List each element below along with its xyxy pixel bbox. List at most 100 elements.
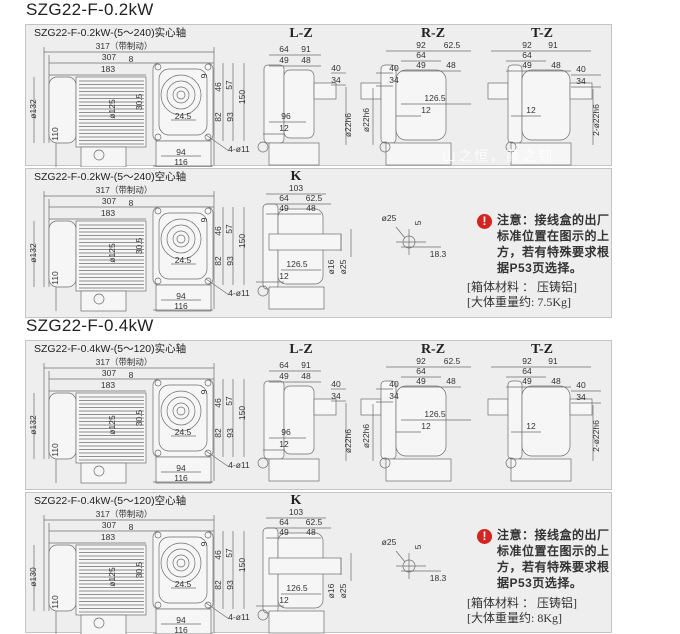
- dimension-label: 34: [576, 76, 586, 86]
- dimension-label: 317（带制动）: [96, 357, 153, 367]
- dimension-label: 62.5: [444, 40, 461, 50]
- dimension-label: 57: [224, 548, 234, 558]
- dimension-label: ø125: [107, 99, 117, 119]
- bolt-hole: [154, 601, 162, 609]
- bolt-hole: [204, 207, 212, 215]
- dimension-label: 48: [306, 527, 316, 537]
- note-line: 注意：接线盒的出厂: [497, 528, 610, 542]
- note-line: 据P53页选择。: [497, 261, 583, 275]
- shaft-circle: [160, 390, 202, 432]
- dimension-label: 307: [102, 196, 116, 206]
- dimension-label: 110: [50, 127, 60, 141]
- note-line: 方，若有特殊要求根: [497, 245, 610, 259]
- dimension-label: 24.5: [175, 427, 192, 437]
- note-line: 标准位置在图示的上: [497, 229, 610, 243]
- terminal-gland: [257, 285, 269, 297]
- output-shaft: [487, 82, 509, 100]
- dimension-label: 92: [522, 40, 532, 50]
- dimension-label: 49: [279, 527, 289, 537]
- dimension-label: 49: [279, 203, 289, 213]
- bolt-hole: [204, 63, 212, 71]
- view-label: K: [291, 169, 302, 184]
- gearbox-body: [283, 69, 315, 139]
- dimension-label: 126.5: [424, 409, 446, 419]
- dimension-label: 116: [174, 473, 188, 483]
- shaft-circle: [166, 396, 196, 426]
- gearbox-base: [155, 284, 212, 312]
- dimension-label: ø25: [338, 583, 348, 598]
- dimension-label: 126.5: [286, 583, 308, 593]
- dimension-label: 6: [199, 390, 209, 395]
- shaft-circle: [176, 90, 186, 100]
- output-shaft: [313, 82, 337, 100]
- dimension-label: 49: [416, 376, 426, 386]
- bolt-hole: [154, 207, 162, 215]
- shaft-circle: [166, 548, 196, 578]
- hollow-shaft: [268, 233, 342, 251]
- dimension-label: 307: [102, 368, 116, 378]
- dimension-label: 6: [199, 542, 209, 547]
- dimension-label: 110: [50, 443, 60, 457]
- dimension-label: ø22h6: [343, 113, 353, 137]
- view-label: T-Z: [531, 342, 553, 357]
- dimension-label: 126.5: [286, 259, 308, 269]
- dimension-label: 96: [281, 427, 291, 437]
- dimension-label: 57: [224, 396, 234, 406]
- dimension-label: 64: [522, 366, 532, 376]
- section-title: SZG22-F-0.2kW: [26, 0, 154, 19]
- watermark: 山之恒，藤之韧...: [442, 148, 572, 164]
- dimension-label: ø22h6: [361, 108, 371, 132]
- gearbox-body: [283, 385, 315, 455]
- dimension-label: 126.5: [424, 93, 446, 103]
- dimension-label: 150: [237, 558, 247, 572]
- dimension-label: 183: [101, 64, 115, 74]
- dimension-label: 8: [129, 522, 134, 532]
- view-label: T-Z: [531, 26, 553, 41]
- shaft-circle: [160, 74, 202, 116]
- note-line: 据P53页选择。: [497, 576, 583, 590]
- dimension-label: 34: [389, 75, 399, 85]
- dimension-label: 8: [129, 370, 134, 380]
- bolt-hole: [154, 133, 162, 141]
- dimension-label: 12: [526, 421, 536, 431]
- dimension-label: 62.5: [306, 193, 323, 203]
- dimension-label: ø132: [28, 415, 38, 435]
- shaft-circle: [172, 554, 190, 572]
- hollow-shaft: [268, 557, 342, 575]
- dimension-label: 64: [522, 50, 532, 60]
- dimension-label: ø16: [326, 259, 336, 274]
- dimension-label: 12: [279, 271, 289, 281]
- note-line: 注意：接线盒的出厂: [497, 213, 610, 227]
- gearbox-base: [155, 608, 212, 634]
- dimension-label: 62.5: [444, 356, 461, 366]
- dimension-label: 48: [551, 60, 561, 70]
- dimension-label: 30.5: [134, 561, 144, 578]
- weight-text: [大体重量约: 7.5Kg]: [467, 295, 571, 309]
- output-shaft: [487, 398, 509, 416]
- dimension-label: 12: [421, 105, 431, 115]
- dimension-label: 93: [225, 428, 235, 438]
- shaft-circle: [172, 86, 190, 104]
- dimension-label: 18.3: [430, 573, 447, 583]
- dimension-label: ø125: [107, 567, 117, 587]
- dimension-label: 12: [421, 421, 431, 431]
- bolt-hole: [154, 449, 162, 457]
- dimension-label: 8: [129, 198, 134, 208]
- dimension-label: ø125: [107, 415, 117, 435]
- view-label: L-Z: [289, 26, 312, 41]
- dimension-label: 48: [301, 371, 311, 381]
- dimension-label: 150: [237, 234, 247, 248]
- bolt-hole: [154, 277, 162, 285]
- motor-body: [75, 220, 147, 292]
- dimension-label: 307: [102, 52, 116, 62]
- dimension-label: 93: [225, 112, 235, 122]
- dimension-label: 4-ø11: [228, 460, 250, 470]
- dimension-label: 116: [174, 625, 188, 634]
- dimension-label: 12: [279, 123, 289, 133]
- dimension-label: ø25: [382, 537, 397, 547]
- shaft-circle: [166, 224, 196, 254]
- dimension-label: 18.3: [430, 249, 447, 259]
